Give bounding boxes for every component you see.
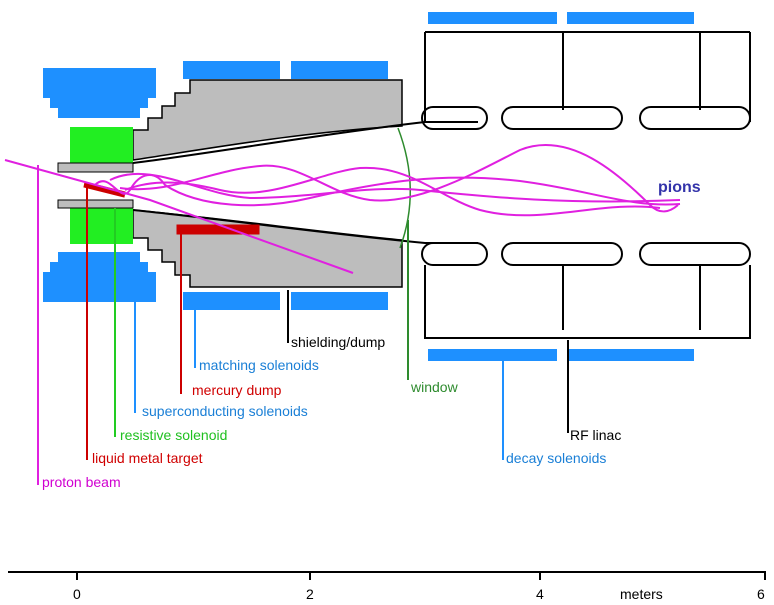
decay-solenoid-upper-1 [428, 12, 557, 24]
scale-tick-label-0: 0 [73, 586, 81, 602]
label-shielding-dump: shielding/dump [291, 334, 385, 350]
linac-lower-body [424, 265, 751, 339]
beam-pipe-upper [57, 162, 134, 173]
shielding-upper [132, 79, 403, 161]
label-pions: pions [658, 179, 701, 196]
beam-pipe-lower [57, 199, 134, 209]
mercury-dump-pool [176, 224, 260, 235]
leader-lines [37, 165, 569, 485]
pion-trajectory-3 [119, 144, 679, 213]
proton-beam-track [4, 159, 354, 274]
label-rf-linac: RF linac [570, 427, 621, 443]
label-superconducting-solenoids: superconducting solenoids [142, 403, 308, 419]
pion-trajectory-4 [124, 166, 661, 217]
linac-lower-cell-2 [501, 242, 623, 266]
label-resistive-solenoid: resistive solenoid [120, 427, 227, 443]
rf-linac-cavities [421, 31, 751, 339]
resistive-solenoid [70, 127, 133, 244]
sc-solenoid-upper-left [43, 68, 156, 118]
decay-solenoid-lower-1 [428, 349, 557, 361]
label-matching-solenoids: matching solenoids [199, 357, 319, 373]
matching-solenoid-lower-2 [291, 292, 388, 310]
label-mercury-dump: mercury dump [192, 382, 282, 398]
linac-upper-body [424, 31, 751, 123]
resistive-solenoid-upper [70, 127, 133, 163]
scale-tick-label-4: 4 [536, 586, 544, 602]
label-liquid-metal-target: liquid metal target [92, 450, 203, 466]
beam-duct [132, 121, 478, 244]
linac-upper-cell-2 [501, 106, 623, 130]
decay-solenoid-bars [428, 12, 694, 361]
linac-upper-cell-3 [639, 106, 751, 130]
scale-tick-label-2: 2 [306, 586, 314, 602]
decay-solenoid-upper-2 [567, 12, 694, 24]
matching-solenoid-upper-1 [183, 61, 280, 79]
superconducting-solenoids [43, 61, 388, 310]
scale-bar: 0 2 4 6 meters [8, 571, 766, 602]
sc-solenoid-lower-left [43, 252, 156, 302]
beam-pipe [57, 162, 134, 209]
resistive-solenoid-lower [70, 208, 133, 244]
linac-lower-cell-1 [421, 242, 488, 266]
beam-duct-lower [132, 209, 478, 244]
matching-solenoid-upper-2 [291, 61, 388, 79]
labels: pions shielding/dump matching solenoids … [42, 179, 701, 490]
label-proton-beam: proton beam [42, 474, 121, 490]
linac-lower-cell-3 [639, 242, 751, 266]
linac-upper-cell-1 [421, 106, 488, 130]
pion-trajectory-2 [109, 172, 681, 203]
scale-tick-label-6: 6 [757, 586, 765, 602]
label-decay-solenoids: decay solenoids [506, 450, 606, 466]
scale-unit-label: meters [620, 586, 663, 602]
label-window: window [410, 379, 459, 395]
beam-duct-upper [132, 121, 478, 164]
decay-solenoid-lower-2 [567, 349, 694, 361]
beam-trajectories [4, 144, 681, 274]
shielding-lower [132, 209, 403, 288]
matching-solenoid-lower-1 [183, 292, 280, 310]
